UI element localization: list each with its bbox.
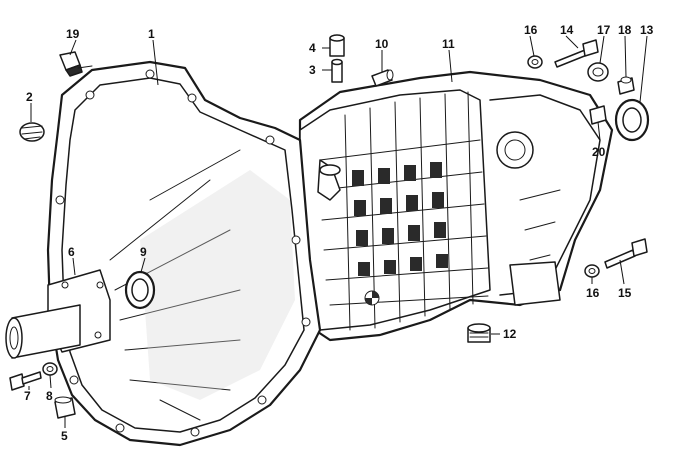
- plug-part-2: [19, 122, 45, 142]
- part-callouts: 1 2 3 4 5 6 7 8 9 10 11 12 13 14 15 16 1…: [24, 23, 654, 443]
- bolt-part-15: [604, 238, 648, 269]
- callout-19: 19: [66, 27, 80, 41]
- seal-part-17: [587, 62, 609, 82]
- callout-12: 12: [503, 327, 517, 341]
- callout-13: 13: [640, 23, 654, 37]
- transmission-housing: [46, 60, 614, 447]
- callout-16-top: 16: [524, 23, 538, 37]
- callout-1: 1: [148, 27, 155, 41]
- callout-11: 11: [442, 37, 455, 51]
- plug-part-18: [617, 76, 635, 95]
- callout-4: 4: [309, 41, 316, 55]
- washer-part-16-top: [527, 55, 543, 69]
- bolt-part-14: [554, 39, 599, 68]
- callout-15: 15: [618, 286, 632, 300]
- callout-3: 3: [309, 63, 316, 77]
- callout-17: 17: [597, 23, 611, 37]
- callout-6: 6: [68, 245, 75, 259]
- callout-8: 8: [46, 389, 53, 403]
- callout-14: 14: [560, 23, 574, 37]
- callout-10: 10: [375, 37, 389, 51]
- bolt-part-7: [9, 371, 42, 391]
- callout-18: 18: [618, 23, 632, 37]
- sleeve-part-4: [329, 34, 345, 57]
- washer-part-8: [42, 362, 58, 376]
- seal-part-13: [614, 98, 650, 142]
- dowel-part-5: [54, 396, 76, 419]
- screw-part-20: [589, 105, 607, 125]
- callout-20: 20: [592, 145, 606, 159]
- seal-part-9: [124, 270, 156, 310]
- plug-part-12: [467, 323, 491, 343]
- callout-5: 5: [61, 429, 68, 443]
- callout-16-bottom: 16: [586, 286, 600, 300]
- leader-lines: [28, 35, 648, 428]
- callout-2: 2: [26, 90, 33, 104]
- guide-sleeve-part-6: [5, 269, 111, 359]
- pin-part-10: [371, 69, 394, 87]
- callout-9: 9: [140, 245, 147, 259]
- pin-part-3: [331, 58, 343, 83]
- callout-7: 7: [24, 389, 31, 403]
- sensor-part-19: [59, 51, 93, 77]
- washer-part-16-bottom: [584, 264, 600, 278]
